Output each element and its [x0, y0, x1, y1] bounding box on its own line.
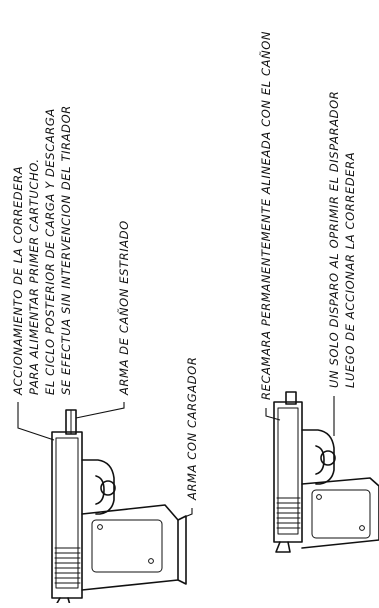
figure-a: ACCIONAMIENTO DE LA CORREDERA PARA ALIME…	[11, 105, 199, 606]
leader-chamber	[265, 408, 281, 421]
slide-serrations	[54, 547, 81, 584]
leader-slide	[17, 402, 55, 441]
label-single-shot-line2: LUEGO DE ACCIONAR LA CORREDERA	[343, 152, 357, 388]
slide-serrations	[276, 497, 301, 529]
label-rifled-barrel: ARMA DE CAÑON ESTRIADO	[116, 220, 131, 396]
leader-rifled	[75, 402, 125, 419]
label-slide-line4: SE EFECTUA SIN INTERVENCION DEL TIRADOR	[59, 105, 73, 395]
label-magazine: ARMA CON CARGADOR	[185, 357, 199, 501]
label-slide-line1: ACCIONAMIENTO DE LA CORREDERA	[11, 166, 25, 396]
label-chamber-aligned: RECAMARA PERMANENTEMENTE ALINEADA CON EL…	[258, 31, 273, 400]
label-slide-line2: PARA ALIMENTAR PRIMER CARTUCHO.	[27, 158, 41, 395]
label-single-shot-line1: UN SOLO DISPARO AL OPRIMIR EL DISPARADOR	[327, 91, 341, 388]
figure-b: RECAMARA PERMANENTEMENTE ALINEADA CON EL…	[258, 31, 379, 553]
pistol-semiautomatic-illustration	[51, 409, 187, 606]
leader-magazine	[181, 508, 193, 519]
label-slide-line3: EL CICLO POSTERIOR DE CARGA Y DESCARGA	[43, 108, 57, 395]
pistol-single-shot-illustration	[273, 391, 379, 553]
